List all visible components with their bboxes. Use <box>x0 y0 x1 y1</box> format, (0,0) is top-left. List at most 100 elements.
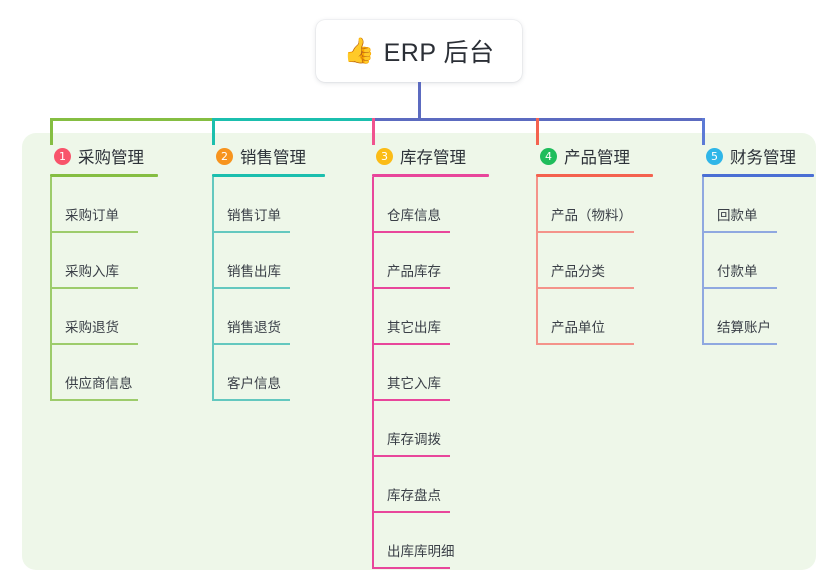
leaf-underline <box>372 231 450 233</box>
branch-underline-1 <box>50 174 158 177</box>
leaf-label: 付款单 <box>717 264 758 279</box>
branch-badge-icon-5: 5 <box>706 147 723 165</box>
leaf-item[interactable]: 销售出库 <box>200 233 325 289</box>
leaf-item[interactable]: 销售退货 <box>200 289 325 345</box>
branch-drop-2 <box>212 118 215 145</box>
leaf-underline <box>212 287 290 289</box>
branch-drop-5 <box>702 118 705 145</box>
branch-drop-1 <box>50 118 53 145</box>
leaf-spine-4 <box>536 177 538 345</box>
thumbs-up-icon: 👍 <box>343 36 375 65</box>
leaf-label: 产品（物料） <box>551 208 632 223</box>
leaf-label: 供应商信息 <box>65 376 133 391</box>
leaf-item[interactable]: 回款单 <box>690 177 814 233</box>
leaf-underline <box>372 511 450 513</box>
leaf-list-4: 产品（物料） 产品分类产品单位 <box>524 177 653 345</box>
branch-column-1: 1 采购管理采购订单采购入库采购退货供应商信息 <box>38 143 158 401</box>
leaf-item[interactable]: 采购入库 <box>38 233 158 289</box>
bus-segment-2 <box>212 118 375 121</box>
leaf-item[interactable]: 库存调拨 <box>360 401 489 457</box>
root-title: ERP 后台 <box>383 39 495 67</box>
branch-column-5: 5 财务管理回款单付款单结算账户 <box>690 143 814 345</box>
leaf-item[interactable]: 付款单 <box>690 233 814 289</box>
branches-panel <box>22 133 816 570</box>
leaf-label: 客户信息 <box>227 376 281 391</box>
leaf-item[interactable]: 出库库明细 <box>360 513 489 569</box>
bus-segment-1 <box>50 118 215 121</box>
branch-header-2[interactable]: 2 销售管理 <box>200 143 325 169</box>
leaf-underline <box>536 343 634 345</box>
branch-underline-3 <box>372 174 489 177</box>
leaf-underline <box>372 287 450 289</box>
leaf-label: 销售退货 <box>227 320 281 335</box>
leaf-label: 采购订单 <box>65 208 119 223</box>
leaf-item[interactable]: 供应商信息 <box>38 345 158 401</box>
branch-header-5[interactable]: 5 财务管理 <box>690 143 814 169</box>
root-node[interactable]: 👍 ERP 后台 <box>316 20 522 82</box>
leaf-underline <box>50 399 138 401</box>
leaf-item[interactable]: 其它入库 <box>360 345 489 401</box>
leaf-list-2: 销售订单销售出库销售退货客户信息 <box>200 177 325 401</box>
leaf-item[interactable]: 库存盘点 <box>360 457 489 513</box>
leaf-list-3: 仓库信息产品库存其它出库其它入库库存调拨库存盘点出库库明细 <box>360 177 489 569</box>
leaf-item[interactable]: 产品（物料） <box>524 177 653 233</box>
leaf-item[interactable]: 产品单位 <box>524 289 653 345</box>
leaf-label: 销售出库 <box>227 264 281 279</box>
branch-header-1[interactable]: 1 采购管理 <box>38 143 158 169</box>
leaf-label: 库存调拨 <box>387 432 441 447</box>
branch-title-3: 库存管理 <box>400 149 466 167</box>
leaf-label: 其它入库 <box>387 376 441 391</box>
leaf-underline <box>212 399 290 401</box>
leaf-spine-1 <box>50 177 52 401</box>
leaf-item[interactable]: 其它出库 <box>360 289 489 345</box>
leaf-label: 产品单位 <box>551 320 605 335</box>
leaf-label: 结算账户 <box>717 320 771 335</box>
leaf-label: 仓库信息 <box>387 208 441 223</box>
leaf-list-1: 采购订单采购入库采购退货供应商信息 <box>38 177 158 401</box>
leaf-label: 出库库明细 <box>387 544 455 559</box>
leaf-underline <box>702 231 777 233</box>
branch-title-1: 采购管理 <box>78 149 144 167</box>
leaf-item[interactable]: 产品分类 <box>524 233 653 289</box>
leaf-label: 库存盘点 <box>387 488 441 503</box>
branch-badge-icon-4: 4 <box>540 147 557 165</box>
branch-underline-4 <box>536 174 653 177</box>
leaf-spine-3 <box>372 177 374 569</box>
leaf-label: 回款单 <box>717 208 758 223</box>
leaf-underline <box>372 567 450 569</box>
branch-title-5: 财务管理 <box>730 149 796 167</box>
branch-badge-icon-2: 2 <box>216 147 233 165</box>
leaf-item[interactable]: 采购订单 <box>38 177 158 233</box>
leaf-underline <box>50 231 138 233</box>
leaf-label: 采购退货 <box>65 320 119 335</box>
leaf-label: 产品库存 <box>387 264 441 279</box>
branch-title-2: 销售管理 <box>240 149 306 167</box>
leaf-item[interactable]: 仓库信息 <box>360 177 489 233</box>
branch-column-4: 4 产品管理产品（物料） 产品分类产品单位 <box>524 143 653 345</box>
leaf-underline <box>702 343 777 345</box>
leaf-item[interactable]: 采购退货 <box>38 289 158 345</box>
leaf-underline <box>50 343 138 345</box>
bus-segment-root-right <box>418 118 705 121</box>
leaf-underline <box>372 455 450 457</box>
leaf-label: 其它出库 <box>387 320 441 335</box>
leaf-underline <box>372 343 450 345</box>
leaf-underline <box>212 231 290 233</box>
leaf-label: 产品分类 <box>551 264 605 279</box>
leaf-underline <box>50 287 138 289</box>
branch-title-4: 产品管理 <box>564 149 630 167</box>
leaf-label: 采购入库 <box>65 264 119 279</box>
leaf-item[interactable]: 产品库存 <box>360 233 489 289</box>
leaf-item[interactable]: 客户信息 <box>200 345 325 401</box>
branch-header-4[interactable]: 4 产品管理 <box>524 143 653 169</box>
leaf-item[interactable]: 销售订单 <box>200 177 325 233</box>
leaf-item[interactable]: 结算账户 <box>690 289 814 345</box>
branch-underline-5 <box>702 174 814 177</box>
branch-column-2: 2 销售管理销售订单销售出库销售退货客户信息 <box>200 143 325 401</box>
branch-badge-icon-1: 1 <box>54 147 71 165</box>
branch-drop-4 <box>536 118 539 145</box>
leaf-underline <box>536 287 634 289</box>
